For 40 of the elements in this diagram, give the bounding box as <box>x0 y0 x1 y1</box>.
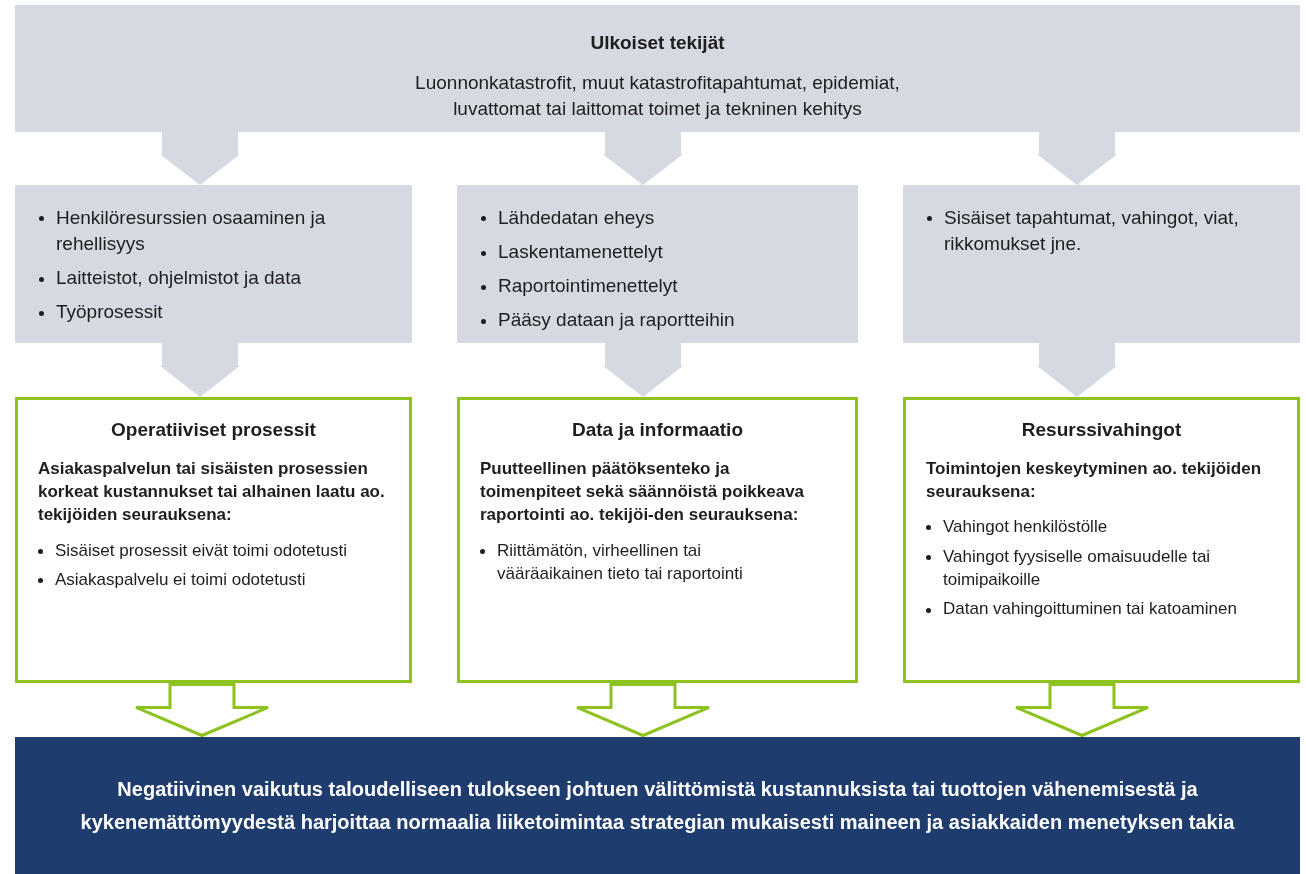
factor-box <box>903 185 1300 343</box>
block-arrow <box>134 683 270 738</box>
list-item: Raportointimenettelyt <box>498 274 678 299</box>
list-item: Henkilöresurssien osaaminen ja rehellisyys <box>56 206 327 257</box>
box-heading: Operatiiviset prosessit <box>110 418 317 442</box>
list-item: Sisäiset tapahtumat, vahingot, viat, rikkomukset jne. <box>944 206 1240 257</box>
list-item: Vahingot henkilöstölle <box>943 516 1108 539</box>
box-text: Puutteellinen päätöksenteko ja toimenpiteet sekä säännöistä poikkeava raportointi ao. tekijöi-den seurauksena: <box>480 457 806 527</box>
list-item: Lähdedatan eheys <box>498 206 655 230</box>
list-item: Asiakaspalvelu ei toimi odotetusti <box>55 569 306 591</box>
list-item: Laitteistot, ohjelmistot ja data <box>56 266 302 291</box>
list-item: Työprosessit <box>56 300 163 325</box>
block-arrow <box>160 132 240 185</box>
list-item: Datan vahingoittuminen tai katoaminen <box>943 598 1237 621</box>
box-text: Toimintojen keskeytyminen ao. tekijöiden seurauksena: <box>926 457 1263 503</box>
block-arrow <box>603 343 683 397</box>
block-arrow <box>1014 683 1150 738</box>
list-item: Riittämätön, virheellinen tai vääräaikainen tieto tai raportointi <box>497 539 744 585</box>
list-item: Laskentamenettelyt <box>498 240 663 265</box>
factor-box <box>15 185 412 343</box>
block-arrow <box>1037 343 1117 397</box>
box-heading: Data ja informaatio <box>570 418 744 442</box>
box-text: Asiakaspalvelun tai sisäisten prosessien korkeat kustannukset tai alhainen laatu ao. tekijöiden seurauksena: <box>38 457 386 527</box>
box-heading: Ulkoiset tekijät <box>590 31 725 55</box>
list-item: Sisäiset prosessit eivät toimi odotetusti <box>55 539 347 562</box>
list-item: Vahingot fyysiselle omaisuudelle tai toimipaikoille <box>943 545 1212 591</box>
factor-box <box>457 185 858 343</box>
box-heading: Resurssivahingot <box>1020 418 1183 442</box>
block-arrow <box>603 132 683 185</box>
consequence-box <box>15 397 412 683</box>
block-arrow <box>575 683 711 738</box>
consequence-box <box>903 397 1300 683</box>
box-text: Negatiivinen vaikutus taloudelliseen tulokseen johtuen välittömistä kustannuksista tai tuottojen vähenemisestä ja kykenemättömyydestä harjoittaa normaalia liiketoimintaa strategian mukaisesti maineen ja asiakkaiden menetyksen takia <box>79 777 1236 835</box>
block-arrow <box>160 343 240 397</box>
box-text: Luonnonkatastrofit, muut katastrofitapahtumat, epidemiat, luvattomat tai laittomat toimet ja tekninen kehitys <box>414 70 901 121</box>
list-item: Pääsy dataan ja raportteihin <box>498 308 735 333</box>
block-arrow <box>1037 132 1117 185</box>
consequence-box <box>457 397 858 683</box>
impact-box <box>15 737 1300 874</box>
external-factors-box <box>15 5 1300 132</box>
